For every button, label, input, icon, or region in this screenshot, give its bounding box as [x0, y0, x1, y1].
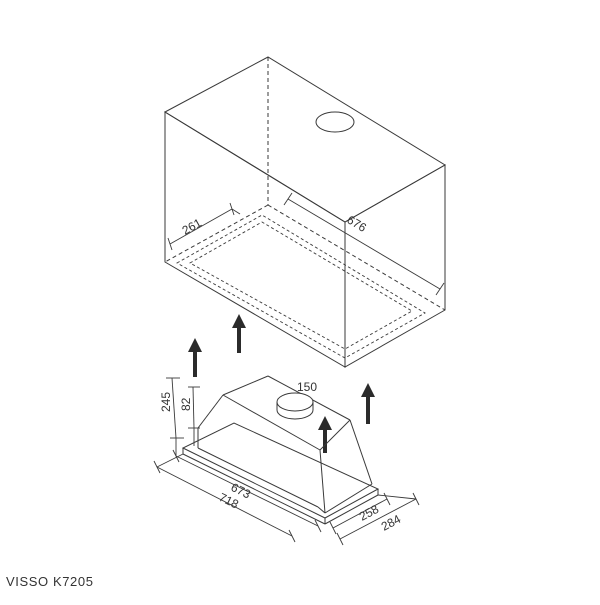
cabinet-cutout [176, 214, 426, 359]
up-arrow-icon [232, 314, 246, 353]
up-arrow-icon [318, 416, 332, 453]
cabinet-outline [163, 56, 446, 368]
cabinet-width-dimension [283, 192, 445, 296]
total-height-label: 245 [159, 392, 173, 412]
up-arrow-icon [188, 338, 202, 377]
hood-height-dimensions [166, 377, 200, 456]
cabinet-depth-label: 261 [180, 216, 205, 238]
hood-depth-dimensions [329, 492, 420, 546]
cabinet-width-label: 676 [344, 213, 369, 235]
duct-diameter-label: 150 [297, 380, 317, 394]
body-height-label: 82 [179, 397, 193, 411]
cabinet-hidden-edges [164, 57, 446, 311]
hood-outline [181, 375, 380, 525]
up-arrow-icon [361, 383, 375, 424]
hood-duct-collar [276, 392, 314, 420]
model-name: VISSO K7205 [6, 574, 94, 589]
cabinet-depth-dimension [167, 202, 241, 251]
hood-width-dimensions [153, 449, 322, 543]
outer-depth-label: 284 [379, 512, 404, 534]
cabinet-duct-hole [315, 111, 355, 133]
airflow-arrows [188, 314, 375, 453]
